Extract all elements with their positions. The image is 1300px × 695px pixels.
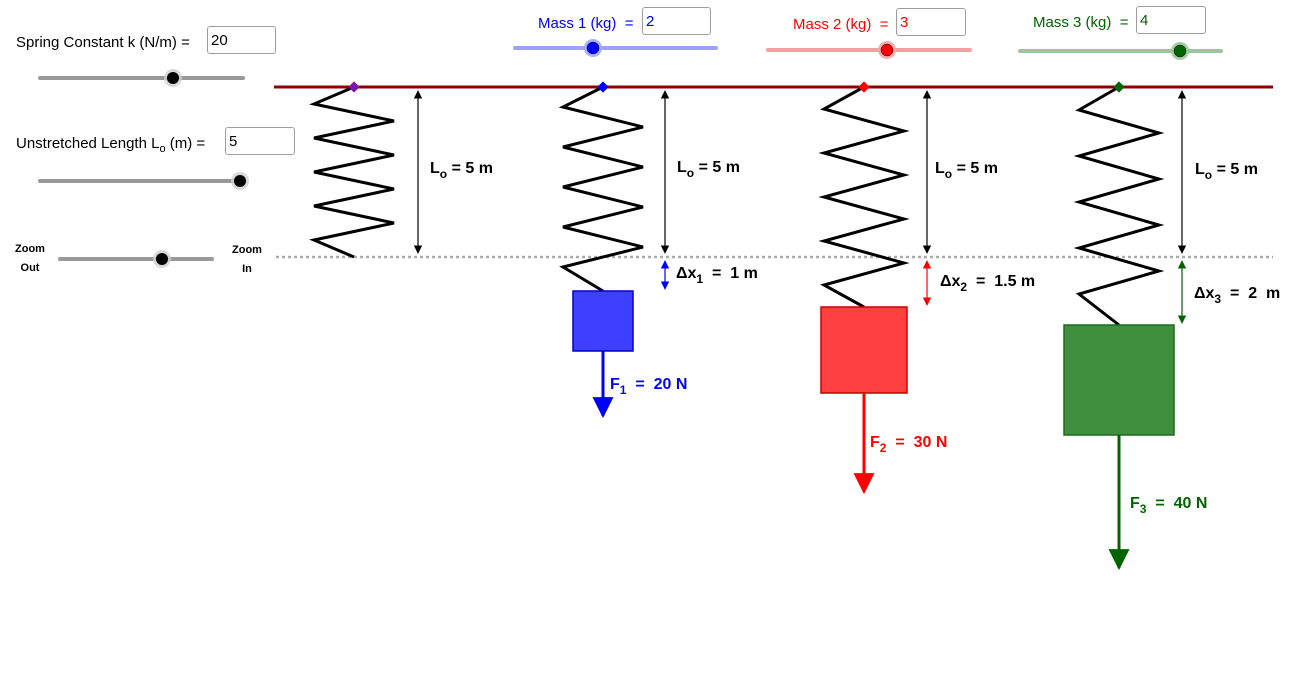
spring-3 bbox=[1073, 85, 1165, 327]
displacement-label-1: Δx1 = 1 m bbox=[676, 265, 758, 286]
zoom-slider-knob[interactable] bbox=[156, 253, 168, 265]
reference-spring-anchor[interactable] bbox=[348, 81, 360, 93]
mass1-slider-knob[interactable] bbox=[586, 41, 600, 55]
spring-1-anchor[interactable] bbox=[597, 81, 609, 93]
force-label-3: F3 = 40 N bbox=[1130, 495, 1207, 516]
mass3-label: Mass 3 (kg) = bbox=[1033, 14, 1129, 31]
spring-2 bbox=[818, 85, 910, 309]
force-label-1: F1 = 20 N bbox=[610, 376, 687, 397]
mass1-label: Mass 1 (kg) = bbox=[538, 15, 634, 32]
length-label-2: Lo = 5 m bbox=[935, 160, 998, 181]
unstretched-length-input[interactable] bbox=[225, 127, 295, 155]
spring-1 bbox=[558, 85, 644, 293]
spring-3-anchor[interactable] bbox=[1113, 81, 1125, 93]
mass2-slider[interactable] bbox=[766, 41, 972, 59]
mass3-slider[interactable] bbox=[1018, 42, 1223, 60]
zoom-slider[interactable] bbox=[58, 250, 214, 268]
spring-2-anchor[interactable] bbox=[858, 81, 870, 93]
unstretched-length-slider-knob[interactable] bbox=[234, 175, 246, 187]
force-label-2: F2 = 30 N bbox=[870, 434, 947, 455]
displacement-label-3: Δx3 = 2 m bbox=[1194, 285, 1280, 306]
spring-constant-input[interactable] bbox=[207, 26, 276, 54]
mass1-slider[interactable] bbox=[513, 39, 718, 57]
mass-block-3 bbox=[1063, 324, 1175, 436]
length-label-ref: Lo = 5 m bbox=[430, 160, 493, 181]
mass-block-1 bbox=[572, 290, 634, 352]
spring-constant-label: Spring Constant k (N/m) = bbox=[16, 34, 190, 51]
mass2-input[interactable] bbox=[896, 8, 966, 36]
mass3-input[interactable] bbox=[1136, 6, 1206, 34]
length-label-3: Lo = 5 m bbox=[1195, 161, 1258, 182]
reference-spring bbox=[309, 85, 395, 259]
mass1-input[interactable] bbox=[642, 7, 711, 35]
spring-constant-slider[interactable] bbox=[38, 69, 245, 87]
mass2-label: Mass 2 (kg) = bbox=[793, 16, 889, 33]
unstretched-length-slider[interactable] bbox=[38, 172, 249, 190]
length-label-1: Lo = 5 m bbox=[677, 159, 740, 180]
mass-block-2 bbox=[820, 306, 908, 394]
mass3-slider-knob[interactable] bbox=[1173, 44, 1187, 58]
unstretched-length-label: Unstretched Length Lo (m) = bbox=[16, 135, 206, 155]
mass2-slider-knob[interactable] bbox=[880, 43, 894, 57]
spring-constant-slider-knob[interactable] bbox=[167, 72, 179, 84]
displacement-label-2: Δx2 = 1.5 m bbox=[940, 273, 1035, 294]
